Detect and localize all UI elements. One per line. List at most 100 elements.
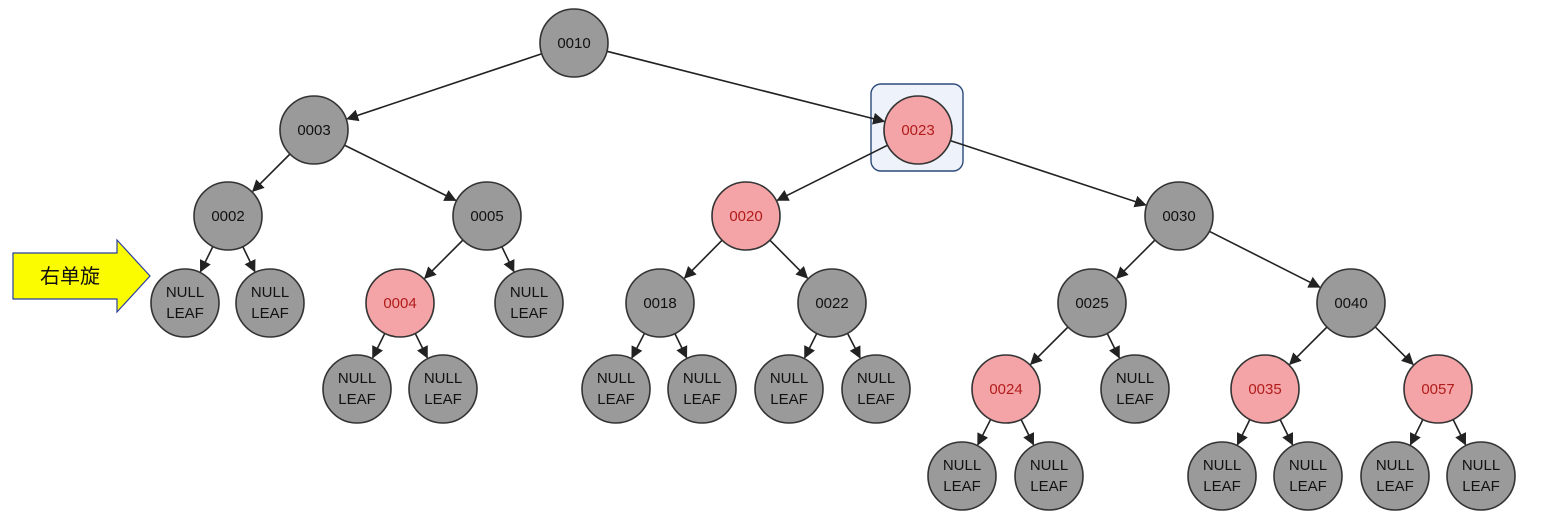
null-leaf-label: NULL xyxy=(597,370,635,387)
null-leaf-node: NULL LEAF xyxy=(408,354,478,424)
null-leaf-label: NULL xyxy=(424,370,462,387)
node-circle xyxy=(711,181,781,251)
tree-node-0024: 0024 xyxy=(971,354,1041,424)
null-leaf-label: LEAF xyxy=(683,391,721,408)
null-leaf-label: LEAF xyxy=(510,305,548,322)
null-leaf-label: NULL xyxy=(338,370,376,387)
null-leaf-circle xyxy=(1446,441,1516,511)
null-leaf-node: NULL LEAF xyxy=(1273,441,1343,511)
node-key-label: 0002 xyxy=(211,208,244,225)
tree-node-0035: 0035 xyxy=(1230,354,1300,424)
tree-node-0004: 0004 xyxy=(365,268,435,338)
node-circle xyxy=(797,268,867,338)
null-leaf-label: LEAF xyxy=(1289,478,1327,495)
tree-edge-n0018-L7 xyxy=(674,333,688,359)
node-key-label: 0022 xyxy=(815,295,848,312)
node-key-label: 0040 xyxy=(1334,295,1367,312)
null-leaf-label: LEAF xyxy=(943,478,981,495)
null-leaf-node: NULL LEAF xyxy=(667,354,737,424)
tree-node-0040: 0040 xyxy=(1316,268,1386,338)
null-leaf-label: LEAF xyxy=(1376,478,1414,495)
null-leaf-label: NULL xyxy=(683,370,721,387)
null-leaf-label: LEAF xyxy=(1462,478,1500,495)
tree-node-0018: 0018 xyxy=(625,268,695,338)
tree-edge-n0057-L15 xyxy=(1409,419,1424,446)
tree-node-0025: 0025 xyxy=(1057,268,1127,338)
null-leaf-node: NULL LEAF xyxy=(754,354,824,424)
tree-edge-n0002-L2 xyxy=(242,246,256,273)
null-leaf-label: LEAF xyxy=(338,391,376,408)
tree-edge-n0020-n0018 xyxy=(683,239,723,279)
node-circle xyxy=(1316,268,1386,338)
right-arrow-icon xyxy=(12,238,151,314)
null-leaf-circle xyxy=(1014,441,1084,511)
node-key-label: 0003 xyxy=(297,122,330,139)
tree-node-0002: 0002 xyxy=(193,181,263,251)
null-leaf-label: NULL xyxy=(1116,370,1154,387)
null-leaf-label: NULL xyxy=(943,457,981,474)
tree-node-0003: 0003 xyxy=(279,95,349,165)
null-leaf-label: LEAF xyxy=(770,391,808,408)
null-leaf-node: NULL LEAF xyxy=(322,354,392,424)
tree-edge-n0003-n0005 xyxy=(344,144,457,202)
null-leaf-label: NULL xyxy=(1289,457,1327,474)
null-leaf-circle xyxy=(927,441,997,511)
tree-edge-n0005-L3 xyxy=(501,246,515,273)
tree-edge-n0025-n0024 xyxy=(1029,326,1069,366)
null-leaf-label: NULL xyxy=(770,370,808,387)
node-key-label: 0023 xyxy=(901,122,934,139)
tree-node-0020: 0020 xyxy=(711,181,781,251)
null-leaf-label: LEAF xyxy=(857,391,895,408)
node-circle xyxy=(625,268,695,338)
tree-edge-n0005-n0004 xyxy=(423,239,464,280)
tree-edge-n0004-L5 xyxy=(414,333,429,359)
node-key-label: 0005 xyxy=(470,208,503,225)
null-leaf-label: NULL xyxy=(1030,457,1068,474)
tree-edge-n0024-L12 xyxy=(1020,419,1035,446)
tree-edge-n0003-n0002 xyxy=(251,153,291,193)
tree-edge-n0035-L13 xyxy=(1236,419,1251,446)
node-circle xyxy=(452,181,522,251)
null-leaf-node: NULL LEAF xyxy=(927,441,997,511)
null-leaf-circle xyxy=(322,354,392,424)
node-circle xyxy=(883,95,953,165)
null-leaf-label: LEAF xyxy=(1203,478,1241,495)
node-key-label: 0010 xyxy=(557,35,590,52)
node-key-label: 0020 xyxy=(729,208,762,225)
tree-edge-n0004-L4 xyxy=(371,333,386,359)
tree-edge-n0023-n0020 xyxy=(776,144,888,202)
node-circle xyxy=(1057,268,1127,338)
tree-node-0057: 0057 xyxy=(1403,354,1473,424)
null-leaf-node: NULL LEAF xyxy=(1014,441,1084,511)
null-leaf-label: NULL xyxy=(1203,457,1241,474)
node-key-label: 0057 xyxy=(1421,381,1454,398)
tree-edge-n0040-n0057 xyxy=(1374,326,1414,366)
null-leaf-label: LEAF xyxy=(424,391,462,408)
null-leaf-label: LEAF xyxy=(1030,478,1068,495)
null-leaf-label: LEAF xyxy=(166,305,204,322)
null-leaf-circle xyxy=(841,354,911,424)
node-key-label: 0030 xyxy=(1162,208,1195,225)
null-leaf-circle xyxy=(754,354,824,424)
node-circle xyxy=(1230,354,1300,424)
tree-edge-n0035-L14 xyxy=(1279,419,1294,446)
tree-nodes: 0010 0003 0023 0002 0005 0020 0030 0004 0018 0022… xyxy=(150,8,1516,511)
rotation-annotation: 右单旋 xyxy=(12,238,151,314)
node-key-label: 0004 xyxy=(383,295,416,312)
tree-edge-n0025-L10 xyxy=(1106,333,1121,359)
tree-edge-n0024-L11 xyxy=(977,418,992,446)
tree-edge-n0030-n0025 xyxy=(1115,239,1156,280)
tree-node-0005: 0005 xyxy=(452,181,522,251)
node-key-label: 0025 xyxy=(1075,295,1108,312)
null-leaf-circle xyxy=(667,354,737,424)
tree-edges xyxy=(199,50,1467,446)
node-circle xyxy=(1144,181,1214,251)
null-leaf-label: NULL xyxy=(251,284,289,301)
